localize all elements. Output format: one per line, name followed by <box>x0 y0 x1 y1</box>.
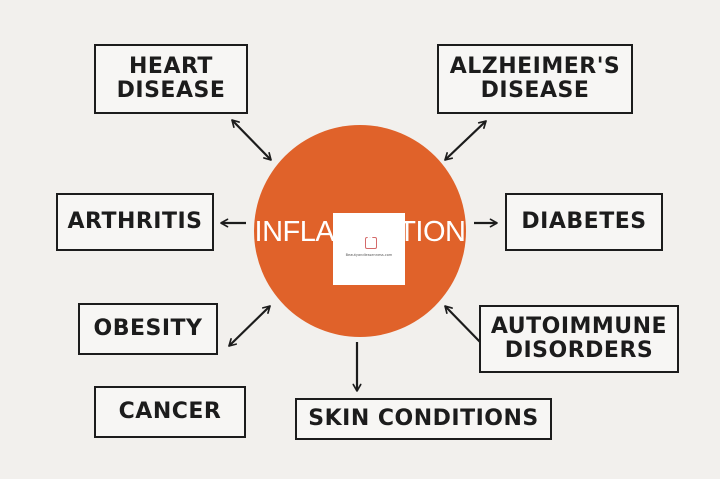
condition-arthritis: ARTHRITIS <box>56 193 214 251</box>
arrow-alzheimers <box>444 120 487 161</box>
watermark-icon <box>365 237 377 249</box>
condition-alzheimers-disease: ALZHEIMER'S DISEASE <box>437 44 633 114</box>
condition-diabetes: DIABETES <box>505 193 663 251</box>
condition-skin-conditions: SKIN CONDITIONS <box>295 398 552 440</box>
watermark-text: Beautyandlessenness.com <box>345 253 393 257</box>
condition-obesity: OBESITY <box>78 303 218 355</box>
arrow-heart-disease <box>231 119 272 161</box>
arrow-obesity <box>228 305 271 347</box>
condition-autoimmune-disorders: AUTOIMMUNE DISORDERS <box>479 305 679 373</box>
inflammation-label: INFLAMMATION <box>254 215 466 248</box>
watermark-logo: Beautyandlessenness.com <box>333 213 405 285</box>
arrow-autoimmune <box>444 305 483 345</box>
condition-cancer: CANCER <box>94 386 246 438</box>
condition-heart-disease: HEART DISEASE <box>94 44 248 114</box>
